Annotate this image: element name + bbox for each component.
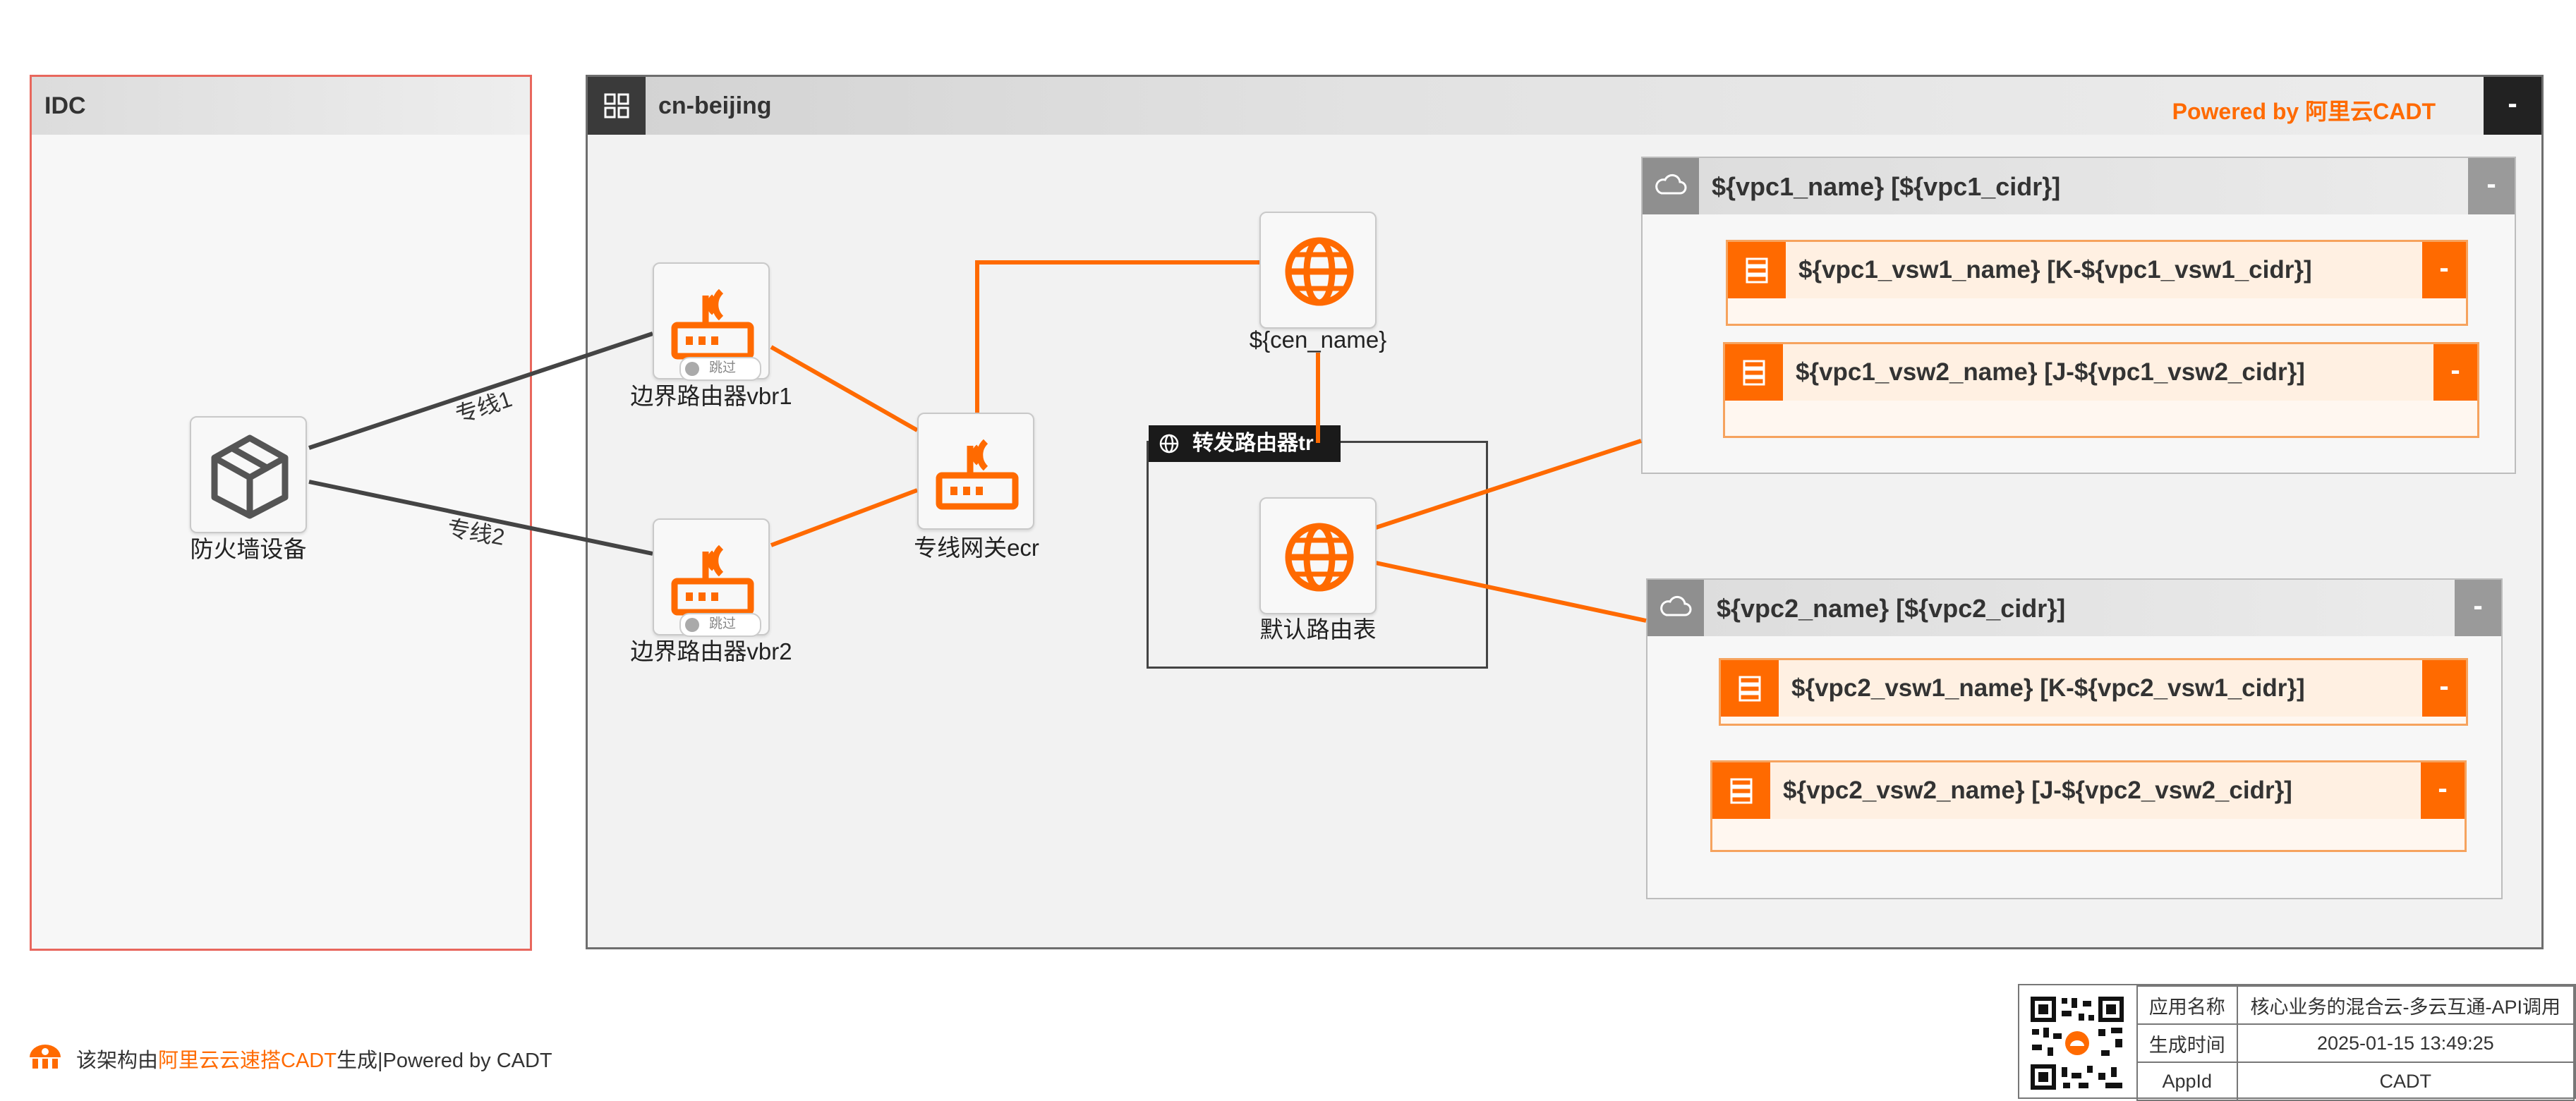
cadt-logo-icon	[30, 1045, 61, 1069]
cen-node[interactable]	[1259, 212, 1377, 329]
vswitch-title: ${vpc1_vsw2_name} [J-${vpc1_vsw2_cidr}]	[1796, 358, 2305, 386]
globe-icon	[1285, 523, 1354, 592]
server-stack-icon	[1728, 242, 1786, 298]
vswitch-header: ${vpc1_vsw2_name} [J-${vpc1_vsw2_cidr}] …	[1725, 344, 2477, 401]
vbr2-label: 边界路由器vbr2	[630, 638, 792, 664]
firewall-node[interactable]	[190, 416, 307, 533]
app-name-label: 应用名称	[2136, 985, 2238, 1025]
vswitch-collapse-button[interactable]: -	[2422, 242, 2466, 298]
router-icon	[936, 439, 1019, 510]
region-zone-title: cn-beijing	[658, 92, 772, 119]
vswitch-collapse-button[interactable]: -	[2433, 344, 2477, 401]
vswitch-header: ${vpc2_vsw2_name} [J-${vpc2_vsw2_cidr}] …	[1712, 762, 2465, 819]
route-table-label: 默认路由表	[1259, 616, 1377, 643]
region-zone-header: cn-beijing Powered by 阿里云CADT -	[588, 77, 2541, 135]
route-table-node[interactable]	[1259, 497, 1377, 614]
ecr-node[interactable]	[917, 413, 1034, 530]
line1-connector	[308, 331, 653, 450]
server-stack-icon	[1712, 762, 1770, 819]
vswitch-vpc2-vsw1: ${vpc2_vsw1_name} [K-${vpc2_vsw1_cidr}] …	[1719, 658, 2468, 726]
cube-icon	[211, 434, 289, 519]
vbr2-node[interactable]: 跳过	[653, 518, 770, 637]
time-value: 2025-01-15 13:49:25	[2236, 1023, 2575, 1063]
footer-prefix: 该架构由	[76, 1050, 159, 1072]
info-table: 应用名称 核心业务的混合云-多云互通-API调用 生成时间 2025-01-15…	[2018, 984, 2576, 1101]
vswitch-title: ${vpc2_vsw2_name} [J-${vpc2_vsw2_cidr}]	[1783, 777, 2292, 804]
transit-router-title: 转发路由器tr	[1192, 432, 1314, 455]
footer-attribution: 该架构由阿里云云速搭CADT生成|Powered by CADT	[76, 1044, 552, 1073]
server-stack-icon	[1721, 660, 1779, 717]
vswitch-header: ${vpc1_vsw1_name} [K-${vpc1_vsw1_cidr}] …	[1728, 242, 2466, 298]
cen-label: ${cen_name}	[1249, 327, 1387, 353]
info-table-grid: 应用名称 核心业务的混合云-多云互通-API调用 生成时间 2025-01-15…	[2136, 985, 2575, 1101]
vswitch-title: ${vpc1_vsw1_name} [K-${vpc1_vsw1_cidr}]	[1798, 256, 2312, 284]
region-collapse-button[interactable]: -	[2484, 77, 2541, 135]
time-label: 生成时间	[2136, 1023, 2238, 1063]
skip-badge: 跳过	[679, 613, 761, 637]
qr-code-icon	[2028, 994, 2127, 1093]
app-name-value: 核心业务的混合云-多云互通-API调用	[2236, 985, 2575, 1025]
transit-router-tag: 转发路由器tr	[1149, 425, 1341, 462]
grid-icon	[588, 77, 646, 135]
footer-suffix: 生成|Powered by CADT	[336, 1050, 552, 1072]
vbr1-label: 边界路由器vbr1	[630, 383, 792, 409]
line2-connector	[308, 480, 653, 556]
router-icon	[671, 288, 754, 360]
cloud-icon	[1643, 158, 1699, 214]
vswitch-vpc2-vsw2: ${vpc2_vsw2_name} [J-${vpc2_vsw2_cidr}] …	[1710, 760, 2467, 852]
globe-icon	[1285, 237, 1354, 306]
idc-zone-header: IDC	[32, 77, 530, 135]
vpc2-collapse-button[interactable]: -	[2455, 580, 2501, 636]
powered-by-label: Powered by 阿里云CADT	[2172, 99, 2436, 124]
vswitch-collapse-button[interactable]: -	[2422, 660, 2466, 717]
transit-router-group: 转发路由器tr	[1147, 425, 1488, 669]
vbr1-node[interactable]: 跳过	[653, 262, 770, 381]
vswitch-title: ${vpc2_vsw1_name} [K-${vpc2_vsw1_cidr}]	[1791, 674, 2305, 702]
skip-badge: 跳过	[679, 357, 761, 381]
idc-zone-title: IDC	[44, 92, 86, 119]
vpc2-header: ${vpc2_name} [${vpc2_cidr}] -	[1647, 580, 2501, 636]
vswitch-vpc1-vsw2: ${vpc1_vsw2_name} [J-${vpc1_vsw2_cidr}] …	[1723, 342, 2479, 438]
vpc2-title: ${vpc2_name} [${vpc2_cidr}]	[1717, 594, 2066, 623]
router-icon	[671, 545, 754, 616]
vswitch-vpc1-vsw1: ${vpc1_vsw1_name} [K-${vpc1_vsw1_cidr}] …	[1726, 240, 2468, 326]
vswitch-collapse-button[interactable]: -	[2421, 762, 2465, 819]
globe-icon	[1159, 434, 1179, 454]
rt-vpc1-connector	[1375, 439, 1642, 530]
rt-vpc2-connector	[1375, 561, 1647, 623]
server-stack-icon	[1725, 344, 1783, 401]
ecr-cen-connector	[975, 260, 1259, 413]
vpc1-header: ${vpc1_name} [${vpc1_cidr}] -	[1643, 158, 2515, 214]
vbr1-ecr-connector	[770, 345, 919, 432]
ecr-label: 专线网关ecr	[914, 535, 1039, 561]
footer-brand-link[interactable]: 阿里云云速搭CADT	[158, 1050, 337, 1072]
vbr2-ecr-connector	[770, 488, 919, 547]
vpc1-title: ${vpc1_name} [${vpc1_cidr}]	[1712, 172, 2061, 201]
firewall-label: 防火墙设备	[190, 536, 307, 562]
vpc1-collapse-button[interactable]: -	[2468, 158, 2515, 214]
vswitch-header: ${vpc2_vsw1_name} [K-${vpc2_vsw1_cidr}] …	[1721, 660, 2466, 717]
cloud-icon	[1647, 580, 1704, 636]
appid-value: CADT	[2236, 1062, 2575, 1101]
appid-label: AppId	[2136, 1062, 2238, 1101]
